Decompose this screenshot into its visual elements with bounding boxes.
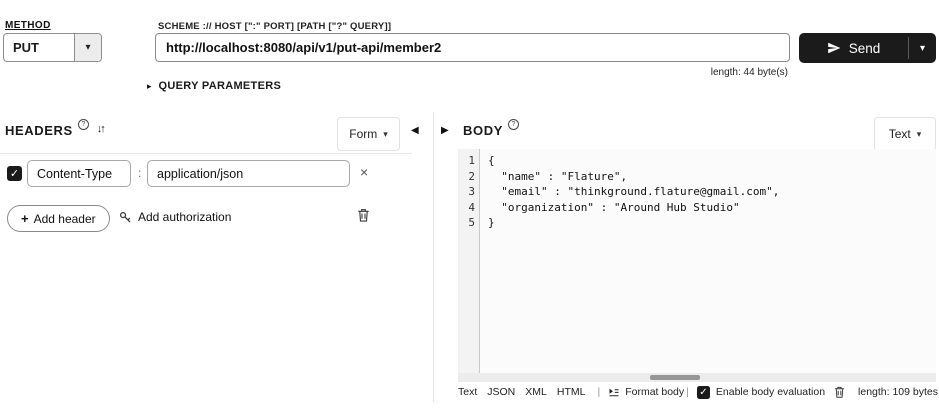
- add-header-button[interactable]: + Add header: [7, 205, 110, 232]
- method-dropdown[interactable]: PUT ▾: [3, 33, 102, 62]
- plus-icon: +: [21, 211, 29, 226]
- code-line: {: [488, 154, 495, 167]
- body-footer-toolbar: Text JSON XML HTML | Format body | ✓ Ena…: [458, 385, 938, 399]
- chevron-down-icon: ▾: [916, 128, 922, 139]
- send-split-divider: [908, 37, 909, 59]
- line-number: 5: [468, 216, 475, 229]
- query-parameters-label: QUERY PARAMETERS: [158, 80, 282, 92]
- headers-divider: [0, 153, 412, 154]
- enable-body-evaluation-label: Enable body evaluation: [715, 386, 826, 398]
- url-scheme-label: SCHEME :// HOST [":" PORT] [PATH ["?" QU…: [158, 21, 392, 32]
- header-name-input[interactable]: [27, 160, 131, 187]
- format-body-icon: [608, 386, 620, 398]
- query-parameters-toggle[interactable]: ▸ QUERY PARAMETERS: [147, 80, 281, 92]
- key-icon: [119, 211, 132, 224]
- url-length-info: length: 44 byte(s): [710, 67, 788, 78]
- body-length-info: length: 109 bytes: [858, 386, 938, 398]
- code-line: }: [488, 216, 495, 229]
- add-authorization-label: Add authorization: [138, 210, 232, 224]
- enable-body-evaluation-checkbox[interactable]: ✓: [696, 385, 710, 399]
- clear-body-trash-icon[interactable]: [833, 385, 846, 399]
- send-options-chevron-icon[interactable]: ▾: [919, 42, 926, 54]
- header-value-input[interactable]: [147, 160, 350, 187]
- line-number: 2: [468, 169, 475, 183]
- sort-headers-icon[interactable]: ↓↑: [96, 123, 106, 135]
- code-line: "email" : "thinkground.flature@gmail.com…: [488, 185, 780, 198]
- format-body-button[interactable]: Format body: [608, 386, 684, 398]
- code-line: "organization" : "Around Hub Studio": [488, 200, 740, 214]
- body-editor[interactable]: 1 2 3 4 5 { "name" : "Flature", "email" …: [458, 149, 936, 373]
- body-view-mode-value: Text: [888, 127, 911, 141]
- editor-horizontal-scrollbar[interactable]: [458, 373, 936, 382]
- headers-view-mode-value: Form: [349, 127, 378, 141]
- paper-plane-icon: [827, 41, 841, 55]
- code-line: "name" : "Flature",: [488, 169, 628, 183]
- headers-section-header: HEADERS ? ↓↑: [5, 119, 106, 138]
- body-view-mode-dropdown[interactable]: Text ▾: [874, 117, 936, 151]
- line-number-gutter: 1 2 3 4 5: [458, 149, 480, 373]
- method-label: METHOD: [5, 20, 51, 31]
- send-button[interactable]: Send ▾: [799, 33, 936, 63]
- body-title: BODY: [463, 123, 503, 138]
- header-enabled-checkbox[interactable]: ✓: [7, 166, 22, 181]
- collapse-headers-icon[interactable]: ◀: [411, 125, 419, 136]
- help-icon[interactable]: ?: [77, 119, 89, 130]
- clear-headers-trash-icon[interactable]: [356, 207, 371, 223]
- url-input[interactable]: [155, 33, 790, 62]
- format-body-label: Format body: [625, 386, 685, 398]
- remove-header-icon[interactable]: ×: [360, 164, 369, 180]
- expand-body-icon[interactable]: ▶: [441, 125, 449, 136]
- separator: |: [597, 386, 601, 398]
- chevron-down-icon[interactable]: ▾: [74, 34, 101, 61]
- enable-body-evaluation-control: ✓ Enable body evaluation: [696, 385, 826, 399]
- add-header-label: Add header: [33, 211, 96, 226]
- body-section-header: BODY ?: [463, 119, 519, 138]
- panel-divider: [433, 112, 434, 402]
- help-icon[interactable]: ?: [507, 119, 519, 130]
- add-authorization-button[interactable]: Add authorization: [119, 210, 231, 224]
- format-link-xml[interactable]: XML: [525, 386, 547, 398]
- header-separator: :: [138, 166, 142, 180]
- format-link-html[interactable]: HTML: [556, 386, 586, 398]
- chevron-down-icon: ▾: [383, 128, 388, 139]
- separator: |: [686, 386, 689, 398]
- headers-title: HEADERS: [5, 123, 73, 138]
- format-link-json[interactable]: JSON: [487, 386, 516, 398]
- method-value: PUT: [13, 40, 39, 55]
- line-number: 3: [468, 185, 475, 198]
- disclosure-icon: ▸: [147, 80, 152, 91]
- format-link-text[interactable]: Text: [458, 386, 478, 398]
- send-label: Send: [848, 40, 881, 56]
- line-number: 4: [468, 200, 475, 214]
- headers-view-mode-dropdown[interactable]: Form ▾: [337, 117, 400, 151]
- scrollbar-thumb[interactable]: [650, 375, 700, 380]
- code-area[interactable]: { "name" : "Flature", "email" : "thinkgr…: [480, 149, 936, 373]
- line-number: 1: [468, 154, 475, 167]
